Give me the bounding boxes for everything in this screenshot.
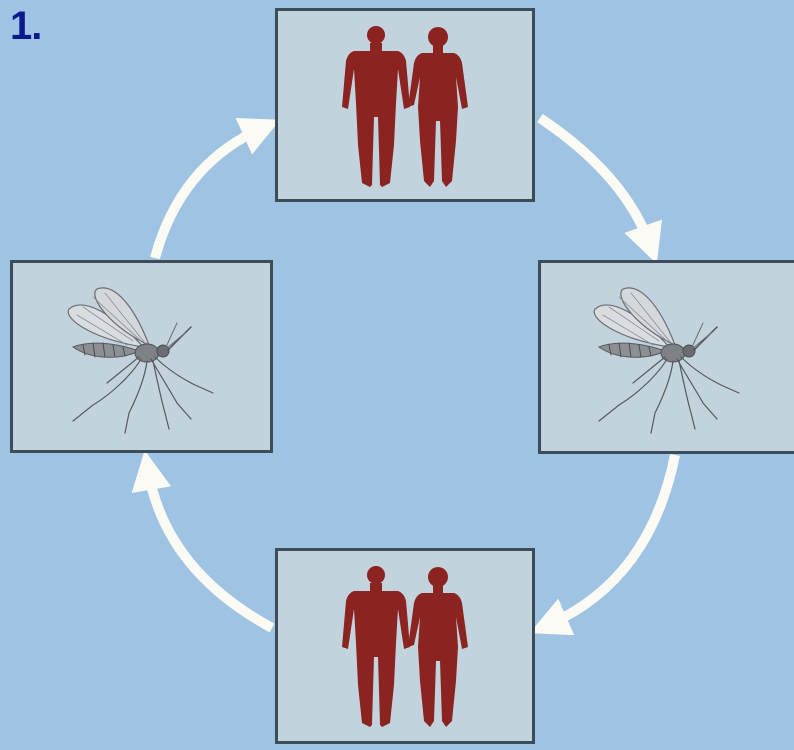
arrow-right-to-bottom	[548, 455, 675, 625]
mosquito-icon	[13, 263, 270, 450]
step-number: 1.	[10, 4, 41, 49]
panel-humans-bottom	[275, 548, 535, 744]
human-couple-icon	[278, 551, 532, 741]
arrow-bottom-to-left	[148, 470, 272, 628]
human-couple-icon	[278, 11, 532, 199]
panel-mosquito-left	[10, 260, 273, 453]
panel-humans-top	[275, 8, 535, 202]
panel-mosquito-right	[538, 260, 794, 454]
arrow-top-to-right	[540, 118, 650, 245]
mosquito-icon	[541, 263, 794, 451]
arrow-left-to-top	[155, 128, 262, 258]
